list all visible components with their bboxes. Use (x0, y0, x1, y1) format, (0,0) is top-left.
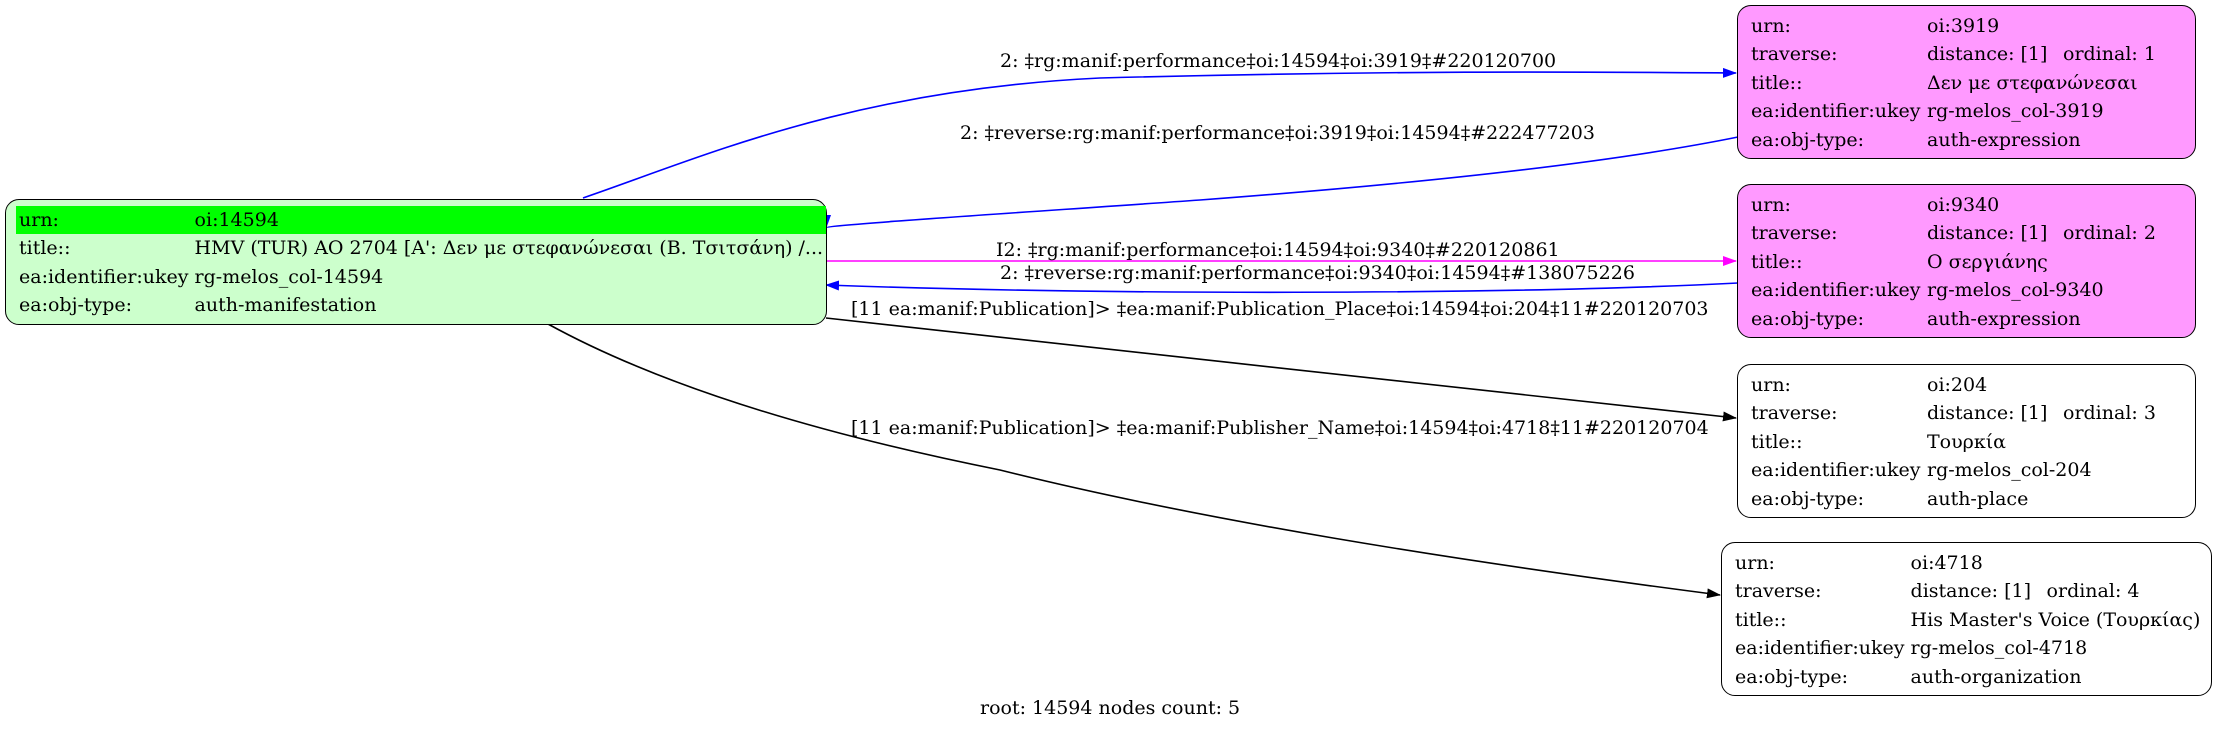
traverse-label: traverse: (1751, 43, 1838, 66)
distance-value: distance: [1] (1927, 43, 2048, 66)
ordinal-value: ordinal: 3 (2063, 402, 2156, 425)
ukey-value: rg-melos_col-4718 (1910, 637, 2088, 660)
edge-label-3919-to-root: 2: ‡reverse:rg:manif:performance‡oi:3919… (960, 122, 1595, 144)
title-value: Τουρκία (1927, 430, 2006, 453)
title-label: title:: (1751, 430, 1803, 453)
urn-value: oi:14594 (191, 206, 827, 235)
edge-9340-to-root (825, 280, 1739, 294)
title-label: title:: (1751, 71, 1803, 94)
node-oi-3919[interactable]: urn: oi:3919 traverse: distance: [1] ordina… (1737, 5, 2196, 159)
edge-label-root-to-204: [11 ea:manif:Publication]> ‡ea:manif:Pub… (851, 298, 1709, 320)
node-oi-9340[interactable]: urn: oi:9340 traverse: distance: [1] ordina… (1737, 184, 2196, 338)
edge-label-root-to-9340: I2: ‡rg:manif:performance‡oi:14594‡oi:93… (996, 239, 1560, 261)
traverse-label: traverse: (1735, 580, 1822, 603)
distance-value: distance: [1] (1927, 222, 2048, 245)
ukey-value: rg-melos_col-3919 (1927, 100, 2104, 123)
distance-value: distance: [1] (1910, 580, 2031, 603)
type-value: auth-manifestation (194, 294, 377, 317)
type-label: ea:obj-type: (1735, 665, 1849, 688)
urn-value: oi:4718 (1910, 552, 1983, 574)
edge-label-root-to-4718: [11 ea:manif:Publication]> ‡ea:manif:Pub… (851, 417, 1709, 439)
type-value: auth-place (1927, 487, 2029, 510)
type-value: auth-organization (1910, 665, 2082, 688)
urn-value: oi:3919 (1927, 15, 2000, 37)
urn-value: oi:9340 (1927, 194, 2000, 216)
edge-root-to-204 (825, 317, 1737, 422)
ordinal-value: ordinal: 4 (2046, 580, 2140, 603)
traverse-label: traverse: (1751, 222, 1838, 245)
ukey-value: rg-melos_col-9340 (1927, 279, 2104, 302)
edge-root-to-3919 (582, 67, 1737, 199)
urn-label: urn: (1751, 194, 1791, 216)
traverse-label: traverse: (1751, 402, 1838, 425)
root-urn-row: urn: oi:14594 (16, 206, 827, 235)
ukey-label: ea:identifier:ukey (1735, 637, 1905, 660)
title-value: Ο σεργιάνης (1927, 250, 2048, 273)
edge-label-root-to-3919: 2: ‡rg:manif:performance‡oi:14594‡oi:391… (1000, 50, 1557, 72)
ukey-label: ea:identifier:ukey (1751, 279, 1921, 302)
title-label: title:: (1735, 608, 1787, 631)
node-table: urn: oi:3919 traverse: distance: [1] ordina… (1748, 12, 2159, 154)
title-row: title:: HMV (TUR) AO 2704 [A': Δεν με στ… (16, 234, 826, 262)
type-value: auth-expression (1927, 128, 2081, 151)
ukey-label: ea:identifier:ukey (19, 265, 189, 288)
urn-value: oi:204 (1927, 374, 1988, 396)
urn-label: urn: (1751, 15, 1791, 37)
ukey-label: ea:identifier:ukey (1751, 100, 1921, 123)
urn-label: urn: (1751, 374, 1791, 396)
node-table: urn: oi:4718 traverse: distance: [1] ordina… (1732, 549, 2203, 691)
urn-label: urn: (1735, 552, 1775, 574)
title-value: Δεν με στεφανώνεσαι (1927, 71, 2138, 94)
title-label: title:: (19, 237, 71, 260)
edge-root-to-4718 (547, 323, 1721, 599)
title-value: His Master's Voice (Τουρκίας) (1910, 608, 2201, 631)
edge-label-9340-to-root: 2: ‡reverse:rg:manif:performance‡oi:9340… (1000, 262, 1635, 284)
root-node[interactable]: urn: oi:14594 title:: HMV (TUR) AO 2704 … (5, 199, 827, 325)
urn-label: urn: (16, 206, 192, 235)
ordinal-value: ordinal: 1 (2063, 43, 2156, 66)
type-row: ea:obj-type: auth-manifestation (16, 291, 826, 319)
ukey-value: rg-melos_col-204 (1927, 459, 2092, 482)
graph-caption: root: 14594 nodes count: 5 (980, 697, 1241, 719)
ukey-label: ea:identifier:ukey (1751, 459, 1921, 482)
type-label: ea:obj-type: (1751, 307, 1865, 330)
distance-value: distance: [1] (1927, 402, 2048, 425)
title-value: HMV (TUR) AO 2704 [A': Δεν με στεφανώνεσ… (194, 237, 824, 260)
type-value: auth-expression (1927, 307, 2081, 330)
edge-3919-to-root (821, 136, 1739, 229)
node-oi-4718[interactable]: urn: oi:4718 traverse: distance: [1] ordina… (1721, 542, 2212, 696)
type-label: ea:obj-type: (1751, 128, 1865, 151)
ukey-value: rg-melos_col-14594 (194, 265, 384, 288)
type-label: ea:obj-type: (1751, 487, 1865, 510)
title-label: title:: (1751, 250, 1803, 273)
root-node-table: urn: oi:14594 title:: HMV (TUR) AO 2704 … (16, 206, 827, 320)
ordinal-value: ordinal: 2 (2063, 222, 2156, 245)
ukey-row: ea:identifier:ukey rg-melos_col-14594 (16, 263, 826, 291)
type-label: ea:obj-type: (19, 294, 133, 317)
node-oi-204[interactable]: urn: oi:204 traverse: distance: [1] ordinal… (1737, 364, 2196, 518)
node-table: urn: oi:204 traverse: distance: [1] ordinal… (1748, 371, 2159, 513)
node-table: urn: oi:9340 traverse: distance: [1] ordina… (1748, 191, 2159, 333)
